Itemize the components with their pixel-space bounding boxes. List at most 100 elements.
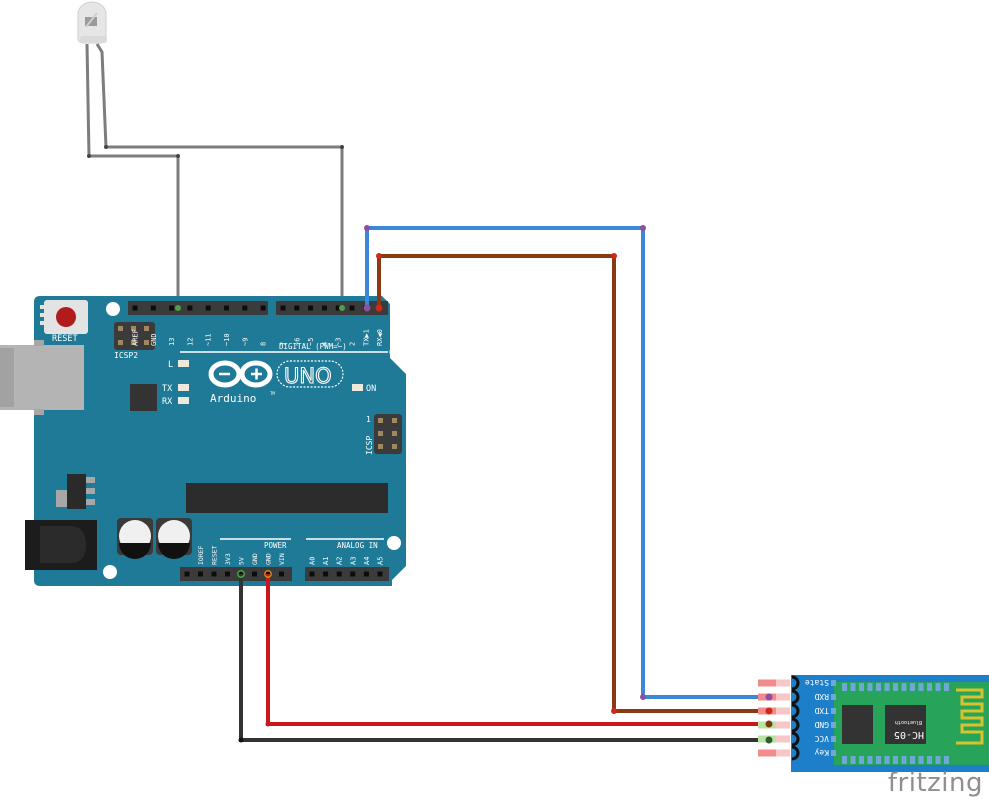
bt-edge-pad bbox=[901, 756, 907, 764]
bt-side-pad bbox=[831, 750, 836, 756]
bt-edge-pad bbox=[893, 756, 898, 764]
usb-chip bbox=[130, 384, 157, 411]
bt-edge-pad bbox=[918, 756, 924, 764]
header-pin[interactable] bbox=[132, 305, 138, 311]
bt-pin-end[interactable] bbox=[758, 749, 776, 757]
pin-label: A5 bbox=[377, 557, 385, 565]
bt-edge-pad bbox=[935, 683, 941, 691]
pin-label: GND bbox=[150, 333, 158, 346]
bt-edge-pad bbox=[850, 756, 856, 764]
pin-label: RESET bbox=[211, 545, 219, 565]
header-pin[interactable] bbox=[336, 571, 342, 577]
bt-pin-bend bbox=[791, 745, 800, 761]
header-pin[interactable] bbox=[184, 571, 190, 577]
header-pin[interactable] bbox=[211, 571, 217, 577]
hc05-sub-label: Bluetooth bbox=[895, 719, 922, 725]
pin-label: ~3 bbox=[335, 338, 343, 346]
pin-label: 2 bbox=[349, 342, 357, 346]
led-l-indicator bbox=[178, 360, 189, 367]
usb-port-edge bbox=[0, 348, 14, 407]
header-pin[interactable] bbox=[225, 571, 230, 577]
header-pin[interactable] bbox=[363, 571, 369, 577]
header-pin[interactable] bbox=[321, 305, 327, 311]
voltage-regulator bbox=[56, 474, 95, 509]
gray-wires bbox=[85, 43, 344, 305]
header-pin[interactable] bbox=[252, 571, 257, 577]
bt-edge-pad bbox=[893, 683, 898, 691]
pin-gnd-connected bbox=[175, 305, 181, 311]
header-pin[interactable] bbox=[280, 305, 286, 311]
led-on-label: ON bbox=[366, 384, 376, 394]
header-pin[interactable] bbox=[294, 305, 300, 311]
bt-edge-pad bbox=[944, 756, 949, 764]
power-label: POWER bbox=[264, 541, 287, 550]
header-pin[interactable] bbox=[169, 305, 175, 311]
hc05-model-label: HC-05 bbox=[894, 729, 924, 740]
reset-button-cap bbox=[56, 307, 76, 327]
header-pin[interactable] bbox=[349, 305, 355, 311]
wire-led-cathode-gnd[interactable] bbox=[85, 43, 180, 305]
pin-label: A3 bbox=[349, 557, 357, 565]
bt-edge-pad bbox=[842, 683, 847, 691]
pin-label: 8 bbox=[260, 342, 268, 346]
led-tx-indicator bbox=[178, 384, 189, 391]
icsp2-header bbox=[114, 322, 155, 350]
header-pin[interactable] bbox=[279, 571, 284, 577]
header-pin[interactable] bbox=[242, 305, 248, 311]
header-pin[interactable] bbox=[308, 305, 314, 311]
bt-edge-pad bbox=[859, 756, 864, 764]
pin-label: A0 bbox=[309, 557, 317, 565]
header-pin[interactable] bbox=[224, 305, 229, 311]
digital-label: DIGITAL (PWM=~) bbox=[279, 342, 347, 351]
led-component[interactable] bbox=[77, 1, 107, 44]
wire-led-anode-pin3[interactable] bbox=[95, 43, 344, 305]
bt-edge-pad bbox=[918, 683, 924, 691]
pin-label: A4 bbox=[363, 557, 371, 565]
mount-hole bbox=[103, 565, 117, 579]
wire-5v-to-vcc[interactable] bbox=[239, 574, 770, 742]
header-pin[interactable] bbox=[377, 571, 383, 577]
led-l-label: L bbox=[168, 360, 173, 370]
wire-tx-to-rxd[interactable] bbox=[365, 226, 770, 699]
pin-label: 7 bbox=[280, 342, 288, 346]
led-tx-label: TX bbox=[162, 384, 173, 394]
bt-edge-pad bbox=[842, 756, 847, 764]
header-pin[interactable] bbox=[323, 571, 329, 577]
bt-edge-pad bbox=[935, 756, 941, 764]
bt-pin-bend bbox=[791, 675, 800, 691]
bt-pin-end[interactable] bbox=[758, 679, 776, 687]
header-pin[interactable] bbox=[309, 571, 315, 577]
pin-label: VIN bbox=[278, 553, 286, 565]
mount-hole bbox=[387, 536, 401, 550]
header-pin[interactable] bbox=[150, 305, 156, 311]
atmega-chip bbox=[186, 483, 388, 513]
header-pin[interactable] bbox=[350, 571, 356, 577]
reset-button[interactable] bbox=[40, 300, 88, 334]
hc05-label-chip bbox=[885, 705, 926, 744]
wire-gnd-to-gnd[interactable] bbox=[266, 574, 770, 726]
pin-label: RX◀0 bbox=[376, 329, 384, 346]
bt-wire-end bbox=[765, 720, 773, 728]
header-pin[interactable] bbox=[260, 305, 266, 311]
bt-wire-end bbox=[765, 707, 773, 715]
bt-pin-label: TXD bbox=[814, 706, 829, 715]
header-pin[interactable] bbox=[205, 305, 211, 311]
pin-label: 12 bbox=[186, 338, 194, 346]
pin-label: A2 bbox=[336, 557, 344, 565]
wire-rx-to-txd[interactable] bbox=[377, 254, 770, 713]
pin-label: ~9 bbox=[241, 338, 249, 346]
usb-tab bbox=[34, 340, 44, 346]
pin-label: IOREF bbox=[197, 545, 205, 565]
pin-label: ~6 bbox=[293, 338, 301, 346]
bt-edge-pad bbox=[884, 683, 890, 691]
header-pin[interactable] bbox=[187, 305, 193, 311]
header-pin[interactable] bbox=[335, 305, 341, 311]
icsp-pin1-label: 1 bbox=[366, 415, 371, 424]
pin-label: GND bbox=[265, 553, 273, 565]
header-pin[interactable] bbox=[198, 571, 203, 577]
pin-label: ~10 bbox=[223, 333, 231, 346]
